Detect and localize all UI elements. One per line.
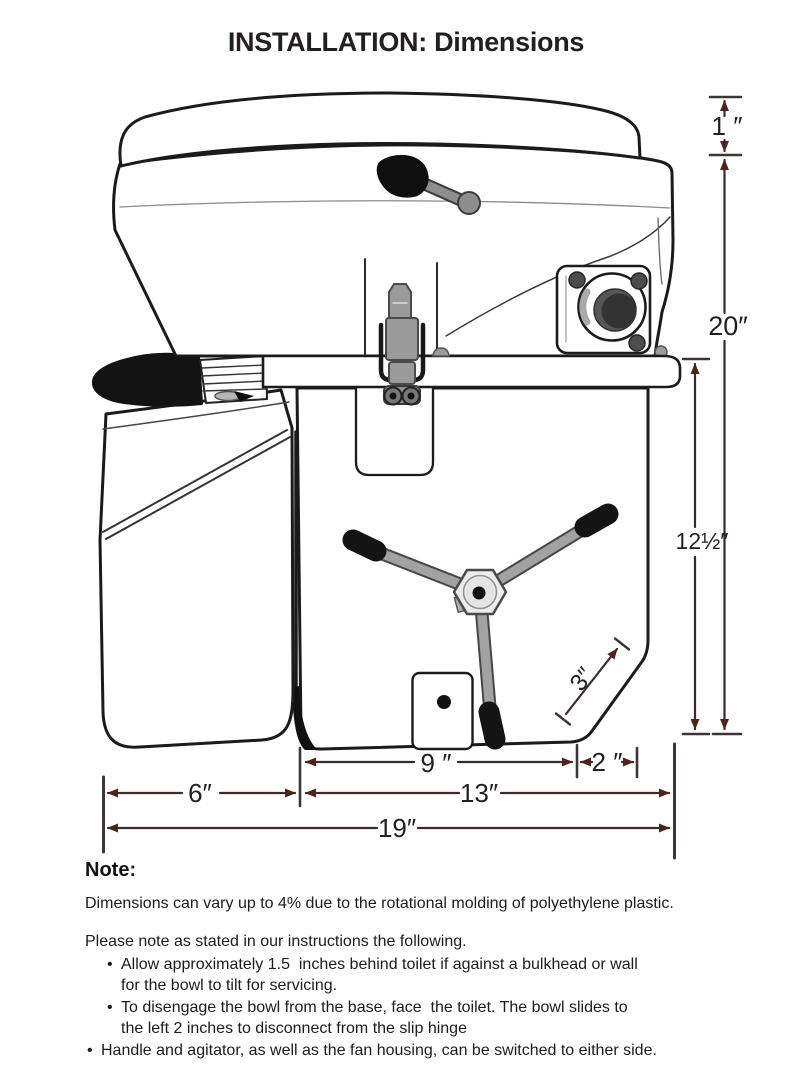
dimension-overall-height: 20″ — [708, 158, 748, 731]
seam-shadow — [292, 686, 318, 750]
bottle-base-seam — [292, 430, 318, 750]
agitator-handle — [342, 503, 619, 750]
fan-ring-shading — [579, 288, 591, 326]
agitator-grips — [342, 503, 619, 750]
dimension-label-2in: 2 ″ — [592, 747, 623, 777]
dimension-lid-gap: 1 ″ — [712, 99, 743, 153]
dimension-bottle-width: 6″ — [106, 778, 297, 808]
note-bullet-1-line-2: for the bowl to tilt for servicing. — [121, 977, 338, 994]
dimension-label-20in: 20″ — [708, 311, 748, 341]
dimension-chamfer-width: 2 ″ — [579, 747, 635, 777]
cap-shadow-mark — [234, 391, 254, 402]
lid-outline — [118, 91, 642, 168]
latch-body — [385, 317, 419, 361]
note-bullet-2-line-2: the left 2 inches to disconnect from the… — [121, 1020, 467, 1037]
note-intro: Please note as stated in our instruction… — [85, 933, 467, 950]
dimension-annotations: 1 ″ 20″ 12½″ 3″ — [102, 95, 748, 860]
page-title: INSTALLATION: Dimensions — [227, 27, 585, 57]
flange-outline — [261, 354, 682, 389]
note-bullet-1-text: Allow approximately 1.5 inches behind to… — [121, 954, 750, 997]
grip-lower — [478, 701, 506, 750]
dimension-label-19in: 19″ — [378, 813, 416, 843]
dimension-overall-width: 19″ — [106, 813, 671, 843]
note-bullet-2: • To disengage the bowl from the base, f… — [107, 997, 750, 1040]
dimension-label-6in: 6″ — [188, 778, 212, 808]
dimension-base-height: 12½″ — [676, 362, 729, 731]
handle-grip — [376, 154, 429, 198]
note-bullet-1: • Allow approximately 1.5 inches behind … — [107, 954, 750, 997]
bowl-latch — [378, 283, 426, 406]
toilet-dimension-diagram: 1 ″ 20″ 12½″ 3″ — [91, 91, 748, 860]
agitator-hub-bolt — [472, 586, 486, 600]
latch-bolt-right-center — [407, 392, 415, 400]
note-bullet-2-text: To disengage the bowl from the base, fac… — [121, 997, 750, 1040]
bottle-handle-groove-lower — [105, 436, 291, 540]
fan-bolt-top-left — [568, 271, 586, 289]
dimension-label-13in: 13″ — [460, 778, 498, 808]
note-bullet-3-text: Handle and agitator, as well as the fan … — [101, 1040, 750, 1062]
fan-port-bore-dark — [601, 293, 637, 329]
dimension-label-1in: 1 ″ — [712, 111, 743, 141]
bullet-glyph: • — [107, 955, 113, 973]
bottle-handle-groove-upper — [102, 429, 288, 533]
bowl-flange — [261, 347, 682, 389]
toilet-drawing — [91, 91, 682, 751]
vent-hose-assembly — [91, 352, 268, 407]
latch-bolt-left-center — [389, 392, 397, 400]
note-bullet-3-line-1: Handle and agitator, as well as the fan … — [101, 1041, 657, 1059]
note-bullet-2-line-1: To disengage the bowl from the base, fac… — [121, 998, 628, 1016]
coupling-ribs — [201, 364, 267, 392]
base-foot-plate — [411, 671, 474, 751]
base-latch-notch — [354, 383, 435, 477]
fan-housing — [555, 264, 652, 355]
note-section: Note: Dimensions can vary up to 4% due t… — [85, 859, 750, 1062]
bottle-top-face-line — [102, 401, 290, 430]
grip-upper-right — [574, 503, 619, 538]
bowl-inner-right-contour — [657, 217, 663, 285]
grip-upper-left — [342, 529, 387, 562]
note-bullet-3: • Handle and agitator, as well as the fa… — [87, 1040, 750, 1062]
dimension-label-9in: 9 ″ — [421, 748, 452, 778]
toilet-lid — [118, 91, 642, 168]
latch-clasp — [388, 361, 416, 385]
bowl-contour-curve — [445, 216, 671, 337]
handle-pivot-disc — [457, 191, 481, 215]
toilet-base — [295, 383, 650, 751]
seat-seam-line — [119, 200, 671, 209]
note-body: Dimensions can vary up to 4% due to the … — [85, 894, 674, 912]
fan-bolt-bottom-right — [628, 334, 646, 352]
lid-handle — [376, 154, 481, 215]
urine-bottle — [98, 388, 295, 749]
foot-plate-hole — [437, 695, 451, 709]
dimension-ticks — [102, 95, 743, 860]
dimension-base-bottom-width: 9 ″ — [304, 748, 574, 778]
flange-bump — [432, 347, 450, 357]
bullet-glyph: • — [87, 1041, 93, 1059]
dimension-base-width: 13″ — [304, 778, 671, 808]
fan-bolt-top-right — [630, 272, 648, 290]
bullet-glyph: • — [107, 998, 113, 1016]
vent-hose — [91, 352, 203, 407]
note-bullet-1-line-1: Allow approximately 1.5 inches behind to… — [121, 955, 638, 973]
note-heading: Note: — [85, 859, 137, 881]
dimension-label-12half-in: 12½″ — [676, 528, 729, 554]
